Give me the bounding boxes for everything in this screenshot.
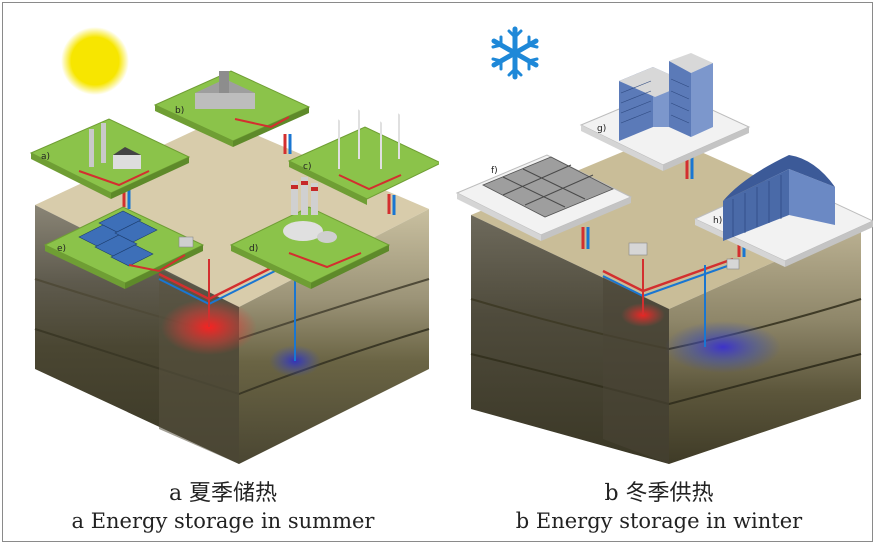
platform-f: f) [455, 154, 633, 241]
snowflake-icon [491, 26, 539, 80]
cold-storage-zone [665, 321, 781, 373]
platform-g: g) [579, 53, 751, 171]
platform-label-e: e) [57, 244, 66, 254]
platform-label-c: c) [303, 162, 311, 172]
platform-label-b: b) [175, 106, 184, 116]
platform-d: d) [229, 177, 391, 289]
platform-a: a) [29, 118, 191, 199]
winter-diagram: f) g) [455, 26, 875, 464]
platform-c: c) [287, 95, 443, 205]
platform-label-f: f) [491, 166, 498, 176]
caption-b-chinese: b 冬季供热 [604, 481, 714, 506]
panel-summer: a) b) [9, 9, 443, 469]
ground-right-face [239, 209, 429, 464]
platform-label-g: g) [597, 124, 606, 134]
platform-b: b) [153, 70, 311, 147]
caption-a-chinese: a 夏季储热 [168, 481, 278, 506]
platform-label-d: d) [249, 244, 258, 254]
pipe-network [581, 157, 746, 347]
caption-b-english: b Energy storage in winter [515, 509, 803, 533]
platform-label-a: a) [41, 152, 50, 162]
platform-label-h: h) [713, 216, 722, 226]
panel-winter: f) g) [443, 9, 875, 469]
platform-e: e) [43, 206, 205, 289]
sun-icon [61, 27, 129, 95]
summer-diagram: a) b) [29, 27, 443, 464]
platform-h: h) [693, 155, 875, 267]
caption-a-english: a Energy storage in summer [71, 509, 375, 533]
